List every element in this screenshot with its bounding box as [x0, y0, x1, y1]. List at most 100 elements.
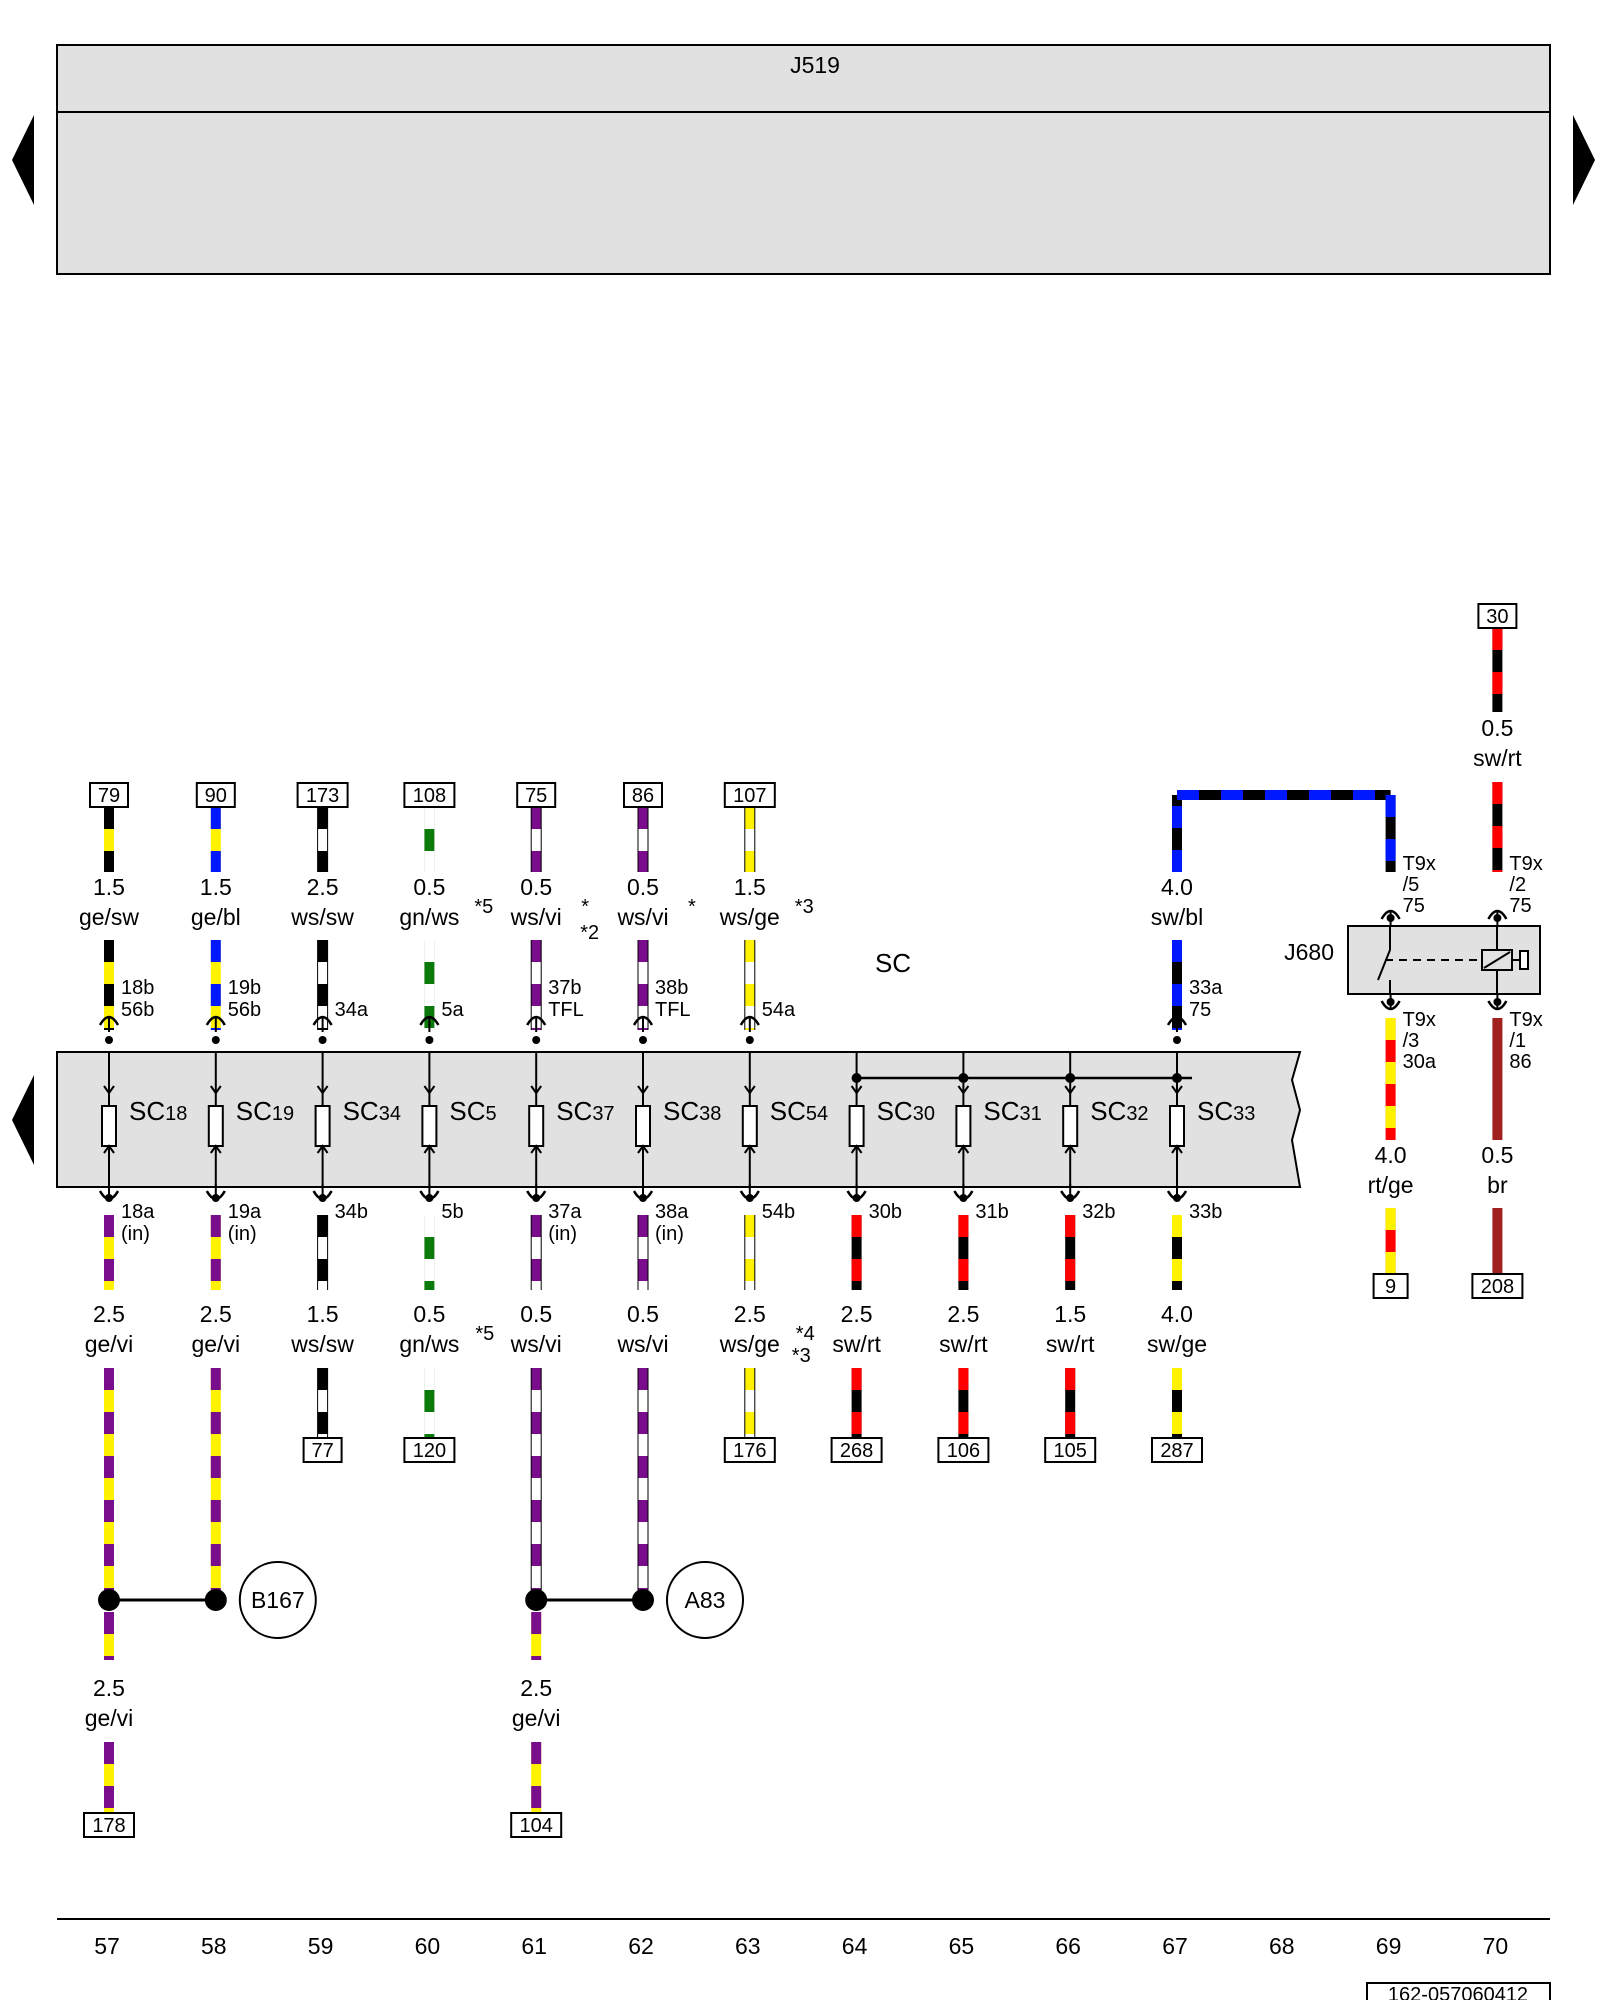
fuse-label: SC5: [449, 1096, 496, 1126]
wire-color: gn/ws: [399, 1331, 459, 1357]
terminal-ref: 176: [733, 1440, 766, 1462]
pin-dot: [1493, 998, 1502, 1006]
footnote: *5: [475, 1323, 494, 1345]
pin-label: (in): [548, 1223, 577, 1245]
column-number: 69: [1376, 1933, 1402, 1959]
pin-label: 33a: [1189, 977, 1223, 999]
relay-label: J680: [1284, 939, 1334, 965]
terminal-ref: 268: [840, 1440, 873, 1462]
fuse-left-arrow-icon[interactable]: [12, 1075, 34, 1165]
wire-gauge: 1.5: [200, 874, 232, 900]
column-number: 60: [415, 1933, 441, 1959]
page-right-arrow-icon[interactable]: [1573, 115, 1595, 205]
terminal-ref: 120: [413, 1440, 446, 1462]
pin-dot: [745, 1194, 754, 1202]
wire-color: sw/rt: [939, 1331, 988, 1357]
doc-id-box: 162-057060412: [1366, 1982, 1551, 2000]
splice-dot: [525, 1589, 548, 1611]
wire-color: ws/vi: [616, 904, 668, 930]
terminal-ref: 77: [311, 1440, 333, 1462]
splice-dot: [98, 1589, 120, 1611]
fuse-label: SC38: [663, 1096, 721, 1126]
terminal-box: [937, 1437, 990, 1463]
column-number: 59: [308, 1933, 334, 1959]
terminal-ref: 90: [205, 785, 227, 807]
pin-label: (in): [655, 1223, 684, 1245]
wire-gauge: 1.5: [93, 874, 125, 900]
wire-gauge: 1.5: [1054, 1301, 1086, 1327]
wire-color: sw/rt: [1473, 745, 1522, 771]
pin-dot: [745, 1036, 754, 1044]
pin-label: 38b: [655, 977, 688, 999]
pin-label: 56b: [121, 999, 154, 1021]
column-number: 67: [1162, 1933, 1188, 1959]
terminal-ref: 208: [1481, 1276, 1514, 1298]
terminal-box: [1477, 603, 1518, 629]
pin-label: 5a: [441, 999, 464, 1021]
fuse-tick: [209, 1085, 222, 1095]
wire-gauge: 4.0: [1375, 1142, 1407, 1168]
pin-label: /1: [1509, 1030, 1526, 1052]
splice-dot: [632, 1589, 654, 1611]
wire-color: ge/sw: [79, 904, 139, 930]
wire-gauge: 4.0: [1161, 874, 1193, 900]
wire-gauge: 0.5: [520, 1301, 552, 1327]
fuse-label: SC34: [343, 1096, 401, 1126]
wire-color: ws/sw: [290, 1331, 354, 1357]
terminal-box: [830, 1437, 883, 1463]
column-number: 61: [521, 1933, 547, 1959]
footnote: *3: [792, 1345, 811, 1367]
pin-label: 30b: [869, 1201, 902, 1223]
fuse-label: SC33: [1197, 1096, 1255, 1126]
wire-color: gn/ws: [399, 904, 459, 930]
wire-gauge: 0.5: [413, 1301, 445, 1327]
pin-label: 18a: [121, 1201, 155, 1223]
pin-dot: [852, 1194, 861, 1202]
pin-label: T9x: [1403, 1009, 1436, 1031]
wire-color: sw/rt: [832, 1331, 881, 1357]
footnote: *5: [474, 896, 493, 918]
bus-tap-dot: [958, 1073, 969, 1083]
terminal-ref: 107: [733, 785, 766, 807]
terminal-ref: 173: [306, 785, 339, 807]
pin-dot: [425, 1036, 434, 1044]
wire-color: ge/vi: [85, 1705, 134, 1731]
terminal-box: [403, 1437, 456, 1463]
fuse-tick: [743, 1144, 756, 1154]
terminal-ref: 9: [1385, 1276, 1396, 1298]
terminal-box: [723, 1437, 776, 1463]
wire-gauge: 4.0: [1161, 1301, 1193, 1327]
terminal-box: [296, 782, 349, 808]
terminal-box: [1372, 1273, 1409, 1299]
terminal-ref: 79: [98, 785, 120, 807]
fuse-tick: [316, 1144, 329, 1154]
fuse-icon: [1169, 1105, 1185, 1147]
fuse-label: SC30: [877, 1096, 935, 1126]
pin-dot: [532, 1194, 541, 1202]
column-number: 64: [842, 1933, 868, 1959]
wire-color: sw/rt: [1046, 1331, 1095, 1357]
column-number: 58: [201, 1933, 227, 1959]
pin-label: /3: [1403, 1030, 1420, 1052]
terminal-box: [403, 782, 456, 808]
pin-label: 86: [1509, 1051, 1531, 1073]
fuse-tick: [1064, 1144, 1077, 1154]
terminal-box: [302, 1437, 343, 1463]
wire-gauge: 0.5: [1481, 1142, 1513, 1168]
pin-label: 32b: [1082, 1201, 1115, 1223]
fuse-label: SC37: [556, 1096, 614, 1126]
pin-label: 19a: [228, 1201, 262, 1223]
column-number: 63: [735, 1933, 761, 1959]
fuse-block-label: SC: [875, 948, 911, 978]
page-left-arrow-icon[interactable]: [12, 115, 34, 205]
pin-dot: [959, 1194, 968, 1202]
column-number: 68: [1269, 1933, 1295, 1959]
fuse-label: SC18: [129, 1096, 187, 1126]
pin-label: 5b: [441, 1201, 463, 1223]
fuse-icon: [1062, 1105, 1079, 1147]
pin-dot: [318, 1194, 327, 1202]
column-number: 62: [628, 1933, 654, 1959]
pin-label: 31b: [975, 1201, 1008, 1223]
pin-label: 56b: [228, 999, 261, 1021]
